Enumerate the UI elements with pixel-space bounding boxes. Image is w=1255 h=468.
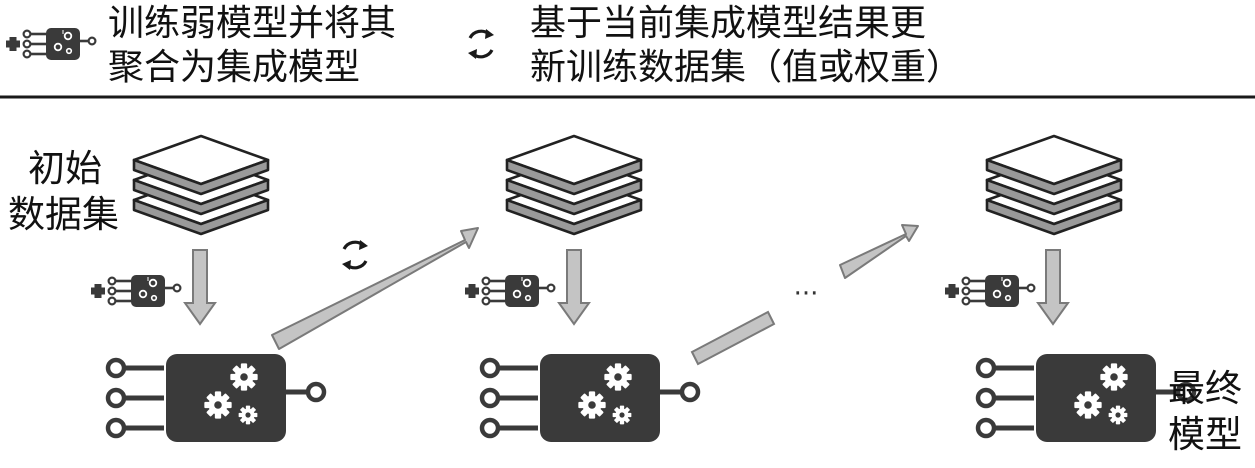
model-chip-icon-2 — [482, 354, 698, 442]
final-label-line-2: 模型 — [1168, 413, 1242, 456]
update-arrow-2-tail — [690, 310, 776, 366]
legend-weak-line-1: 训练弱模型并将其 — [108, 3, 397, 44]
final-dataset-stack-icon — [985, 134, 1123, 236]
down-arrow-2 — [557, 249, 591, 326]
updated-dataset-stack-icon — [505, 134, 643, 236]
final-label-line-1: 最终 — [1168, 367, 1242, 410]
legend-update-line-2: 新训练数据集（值或权重） — [530, 47, 963, 88]
final-model-label: 最终 模型 — [1168, 366, 1242, 458]
cycle-arrows-icon-diagram — [340, 238, 370, 272]
down-arrow-3 — [1036, 249, 1070, 326]
ellipsis: ··· — [794, 279, 819, 309]
update-arrow-1 — [271, 227, 479, 350]
update-arrow-2-head — [839, 224, 919, 279]
initial-dataset-stack-icon — [132, 134, 270, 236]
plus-chip-icon — [4, 26, 97, 62]
train-chip-icon-3 — [943, 273, 1036, 309]
initial-dataset-label: 初始 数据集 — [8, 146, 119, 238]
train-chip-icon-2 — [463, 273, 556, 309]
initial-label-line-2: 数据集 — [8, 193, 119, 236]
cycle-arrows-icon — [466, 27, 496, 61]
legend-update-data-label: 基于当前集成模型结果更 新训练数据集（值或权重） — [530, 2, 962, 90]
model-chip-icon-1 — [108, 354, 324, 442]
down-arrow-1 — [183, 249, 217, 326]
legend-update-line-1: 基于当前集成模型结果更 — [530, 3, 927, 44]
legend-train-weak-model-label: 训练弱模型并将其 聚合为集成模型 — [108, 2, 396, 90]
initial-label-line-1: 初始 — [28, 147, 102, 190]
final-model-chip-icon — [978, 354, 1194, 442]
legend-weak-line-2: 聚合为集成模型 — [108, 47, 361, 88]
train-chip-icon-1 — [89, 273, 182, 309]
